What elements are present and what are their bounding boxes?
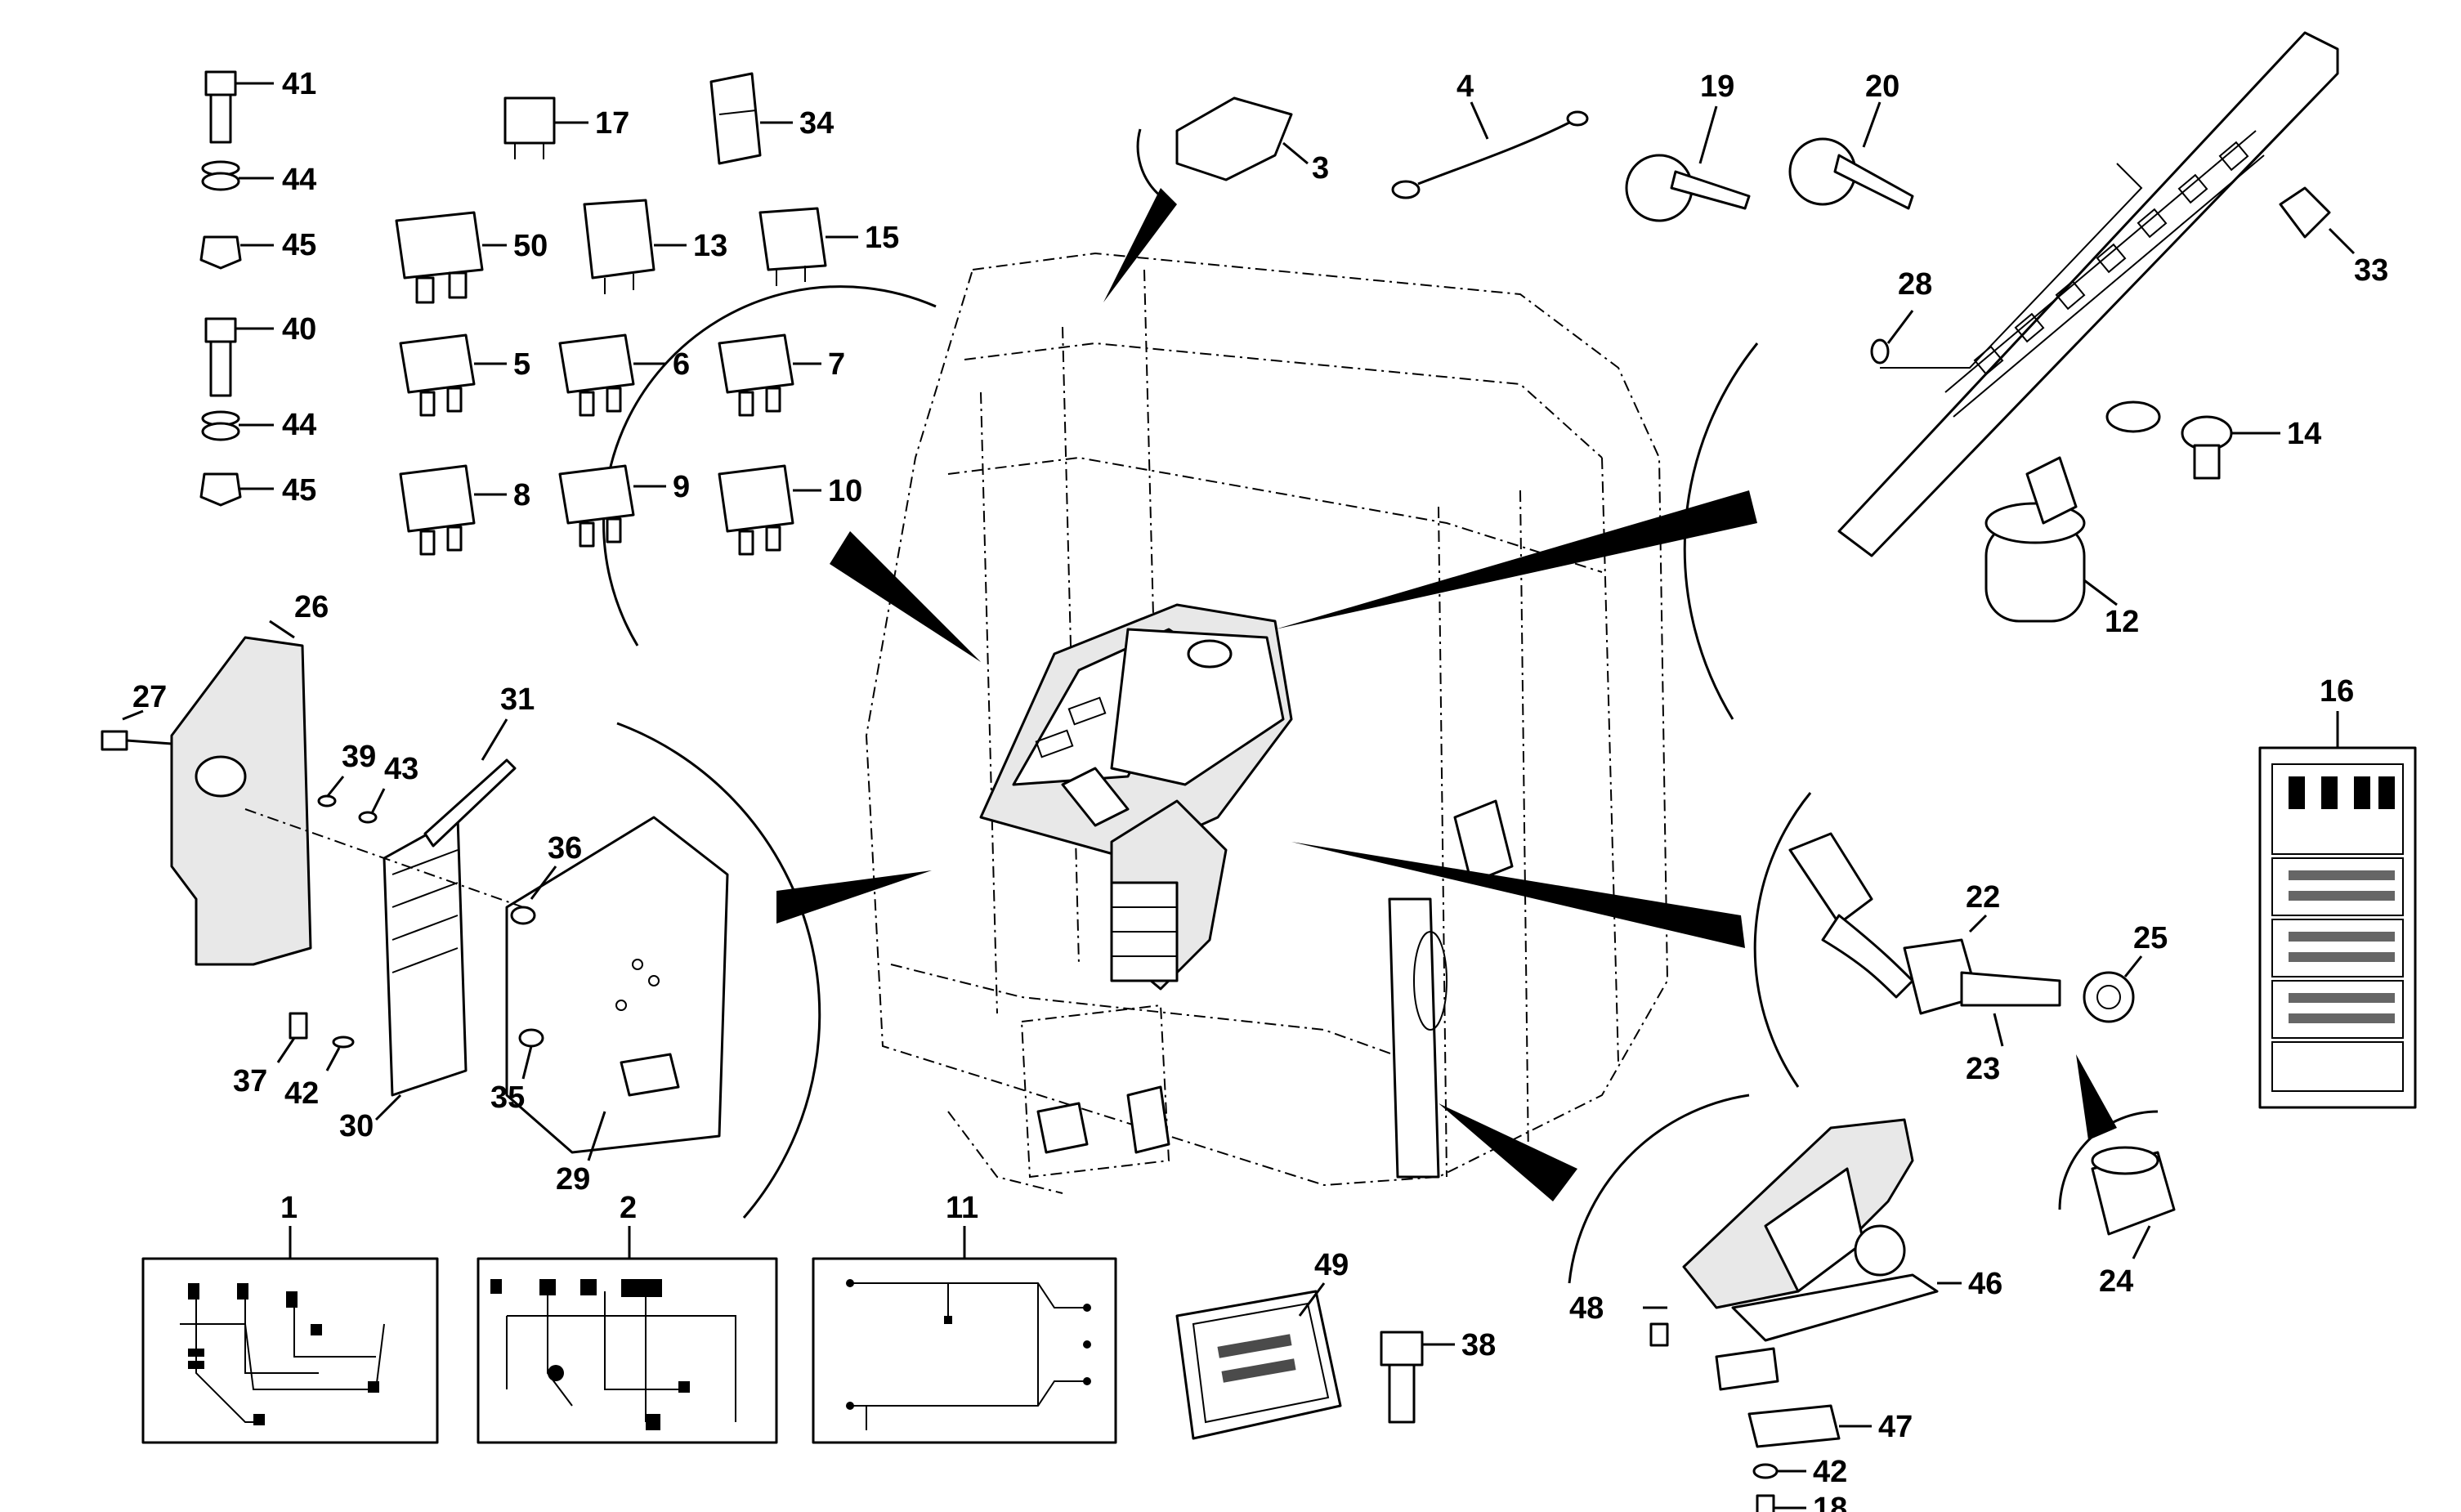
callout-10: 10 — [828, 474, 862, 508]
callout-18: 18 — [1813, 1492, 1847, 1512]
callout-45: 45 — [282, 228, 316, 262]
switch-panel-assembly — [1837, 31, 2356, 623]
callout-24: 24 — [2099, 1264, 2133, 1299]
callout-43: 43 — [384, 752, 418, 786]
callout-40: 40 — [282, 312, 316, 347]
callout-8: 8 — [513, 478, 530, 512]
callout-23: 23 — [1966, 1052, 2000, 1086]
callout-28: 28 — [1898, 267, 1932, 302]
zoom-callout-arcs — [602, 128, 2159, 1284]
callout-7: 7 — [828, 347, 845, 382]
callout-38: 38 — [1461, 1328, 1496, 1362]
callout-26: 26 — [294, 590, 329, 624]
harness-1 — [141, 1226, 439, 1444]
top-accessories — [1175, 96, 1914, 222]
callout-25: 25 — [2133, 921, 2168, 955]
callout-9: 9 — [673, 470, 690, 504]
relays-and-fuses — [395, 72, 858, 556]
callout-16: 16 — [2320, 674, 2354, 709]
callout-13: 13 — [693, 229, 727, 263]
callout-4: 4 — [1456, 69, 1474, 104]
callout-30: 30 — [339, 1109, 374, 1143]
callout-19: 19 — [1700, 69, 1734, 104]
callout-47: 47 — [1878, 1410, 1913, 1444]
callout-37: 37 — [233, 1064, 267, 1098]
callout-48: 48 — [1569, 1291, 1604, 1326]
callout-2: 2 — [620, 1191, 637, 1225]
callout-35: 35 — [490, 1080, 525, 1115]
harness-2 — [477, 1226, 778, 1444]
callout-31: 31 — [500, 682, 535, 717]
callout-14: 14 — [2287, 417, 2321, 451]
callout-42: 42 — [1813, 1455, 1847, 1489]
callout-29: 29 — [556, 1162, 590, 1197]
callout-20: 20 — [1865, 69, 1899, 104]
callout-46: 46 — [1968, 1267, 2002, 1301]
callout-6: 6 — [673, 347, 690, 382]
callout-44: 44 — [282, 163, 316, 197]
callout-3: 3 — [1312, 151, 1329, 186]
callout-45: 45 — [282, 473, 316, 508]
callout-42: 42 — [284, 1076, 319, 1111]
callout-5: 5 — [513, 347, 530, 382]
callout-27: 27 — [132, 680, 167, 714]
callout-50: 50 — [513, 229, 548, 263]
callout-33: 33 — [2354, 253, 2388, 288]
callout-36: 36 — [548, 831, 582, 866]
callout-44: 44 — [282, 408, 316, 442]
bolt-hardware — [199, 70, 274, 507]
callout-12: 12 — [2105, 605, 2139, 639]
callout-17: 17 — [595, 106, 629, 141]
callout-15: 15 — [865, 221, 899, 255]
callout-11: 11 — [946, 1191, 978, 1225]
callout-1: 1 — [280, 1191, 298, 1225]
turn-signal-switch — [1788, 832, 2176, 1259]
callout-39: 39 — [342, 740, 376, 774]
harness-11 — [812, 1226, 1117, 1444]
callout-41: 41 — [282, 67, 316, 101]
bolt-38 — [1380, 1331, 1455, 1424]
callout-labels: 41 44 45 40 44 45 17 34 50 13 15 5 6 7 8… — [132, 67, 2388, 1512]
cab-assembly — [865, 252, 1669, 1194]
callout-34: 34 — [799, 106, 834, 141]
controller-unit — [1175, 1282, 1342, 1440]
mounting-plate-assembly — [101, 620, 729, 1161]
accelerator-pedal-assembly — [1643, 1118, 1962, 1512]
callout-49: 49 — [1314, 1248, 1349, 1282]
fuse-chart-label — [2258, 711, 2417, 1109]
callout-22: 22 — [1966, 880, 2000, 915]
